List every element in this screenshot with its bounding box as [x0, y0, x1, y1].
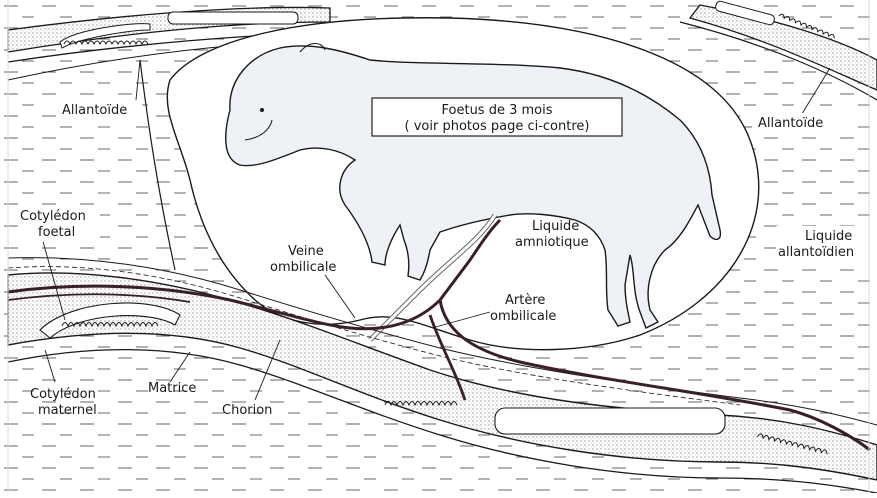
- label-cotyledon-foetal-2: foetal: [38, 225, 75, 240]
- label-veine-2: ombilicale: [270, 260, 336, 275]
- label-chorion: Chorion: [222, 403, 272, 418]
- lower-capsule: [495, 408, 725, 434]
- foetus-caption-line2: ( voir photos page ci-contre): [405, 119, 590, 134]
- label-liquide-amnio-2: amniotique: [515, 235, 589, 250]
- label-liquide-allanto-1: Liquide: [805, 229, 852, 244]
- label-veine-1: Veine: [288, 244, 324, 259]
- foetus-caption-line1: Foetus de 3 mois: [442, 103, 553, 118]
- label-artere-1: Artère: [505, 293, 545, 308]
- upper-left-capsule: [168, 12, 298, 24]
- label-liquide-amnio-1: Liquide: [532, 219, 579, 234]
- label-allantoide-right: Allantoïde: [758, 116, 823, 131]
- label-allantoide-left: Allantoïde: [62, 103, 127, 118]
- fetus-eye: [260, 108, 264, 112]
- label-liquide-allanto-2: allantoïdien: [778, 245, 854, 260]
- label-matrice: Matrice: [148, 381, 196, 396]
- label-cotyledon-maternel-2: maternel: [38, 403, 97, 418]
- label-cotyledon-foetal-1: Cotylédon: [20, 209, 86, 224]
- label-cotyledon-maternel-1: Cotylédon: [30, 387, 96, 402]
- label-artere-2: ombilicale: [490, 309, 556, 324]
